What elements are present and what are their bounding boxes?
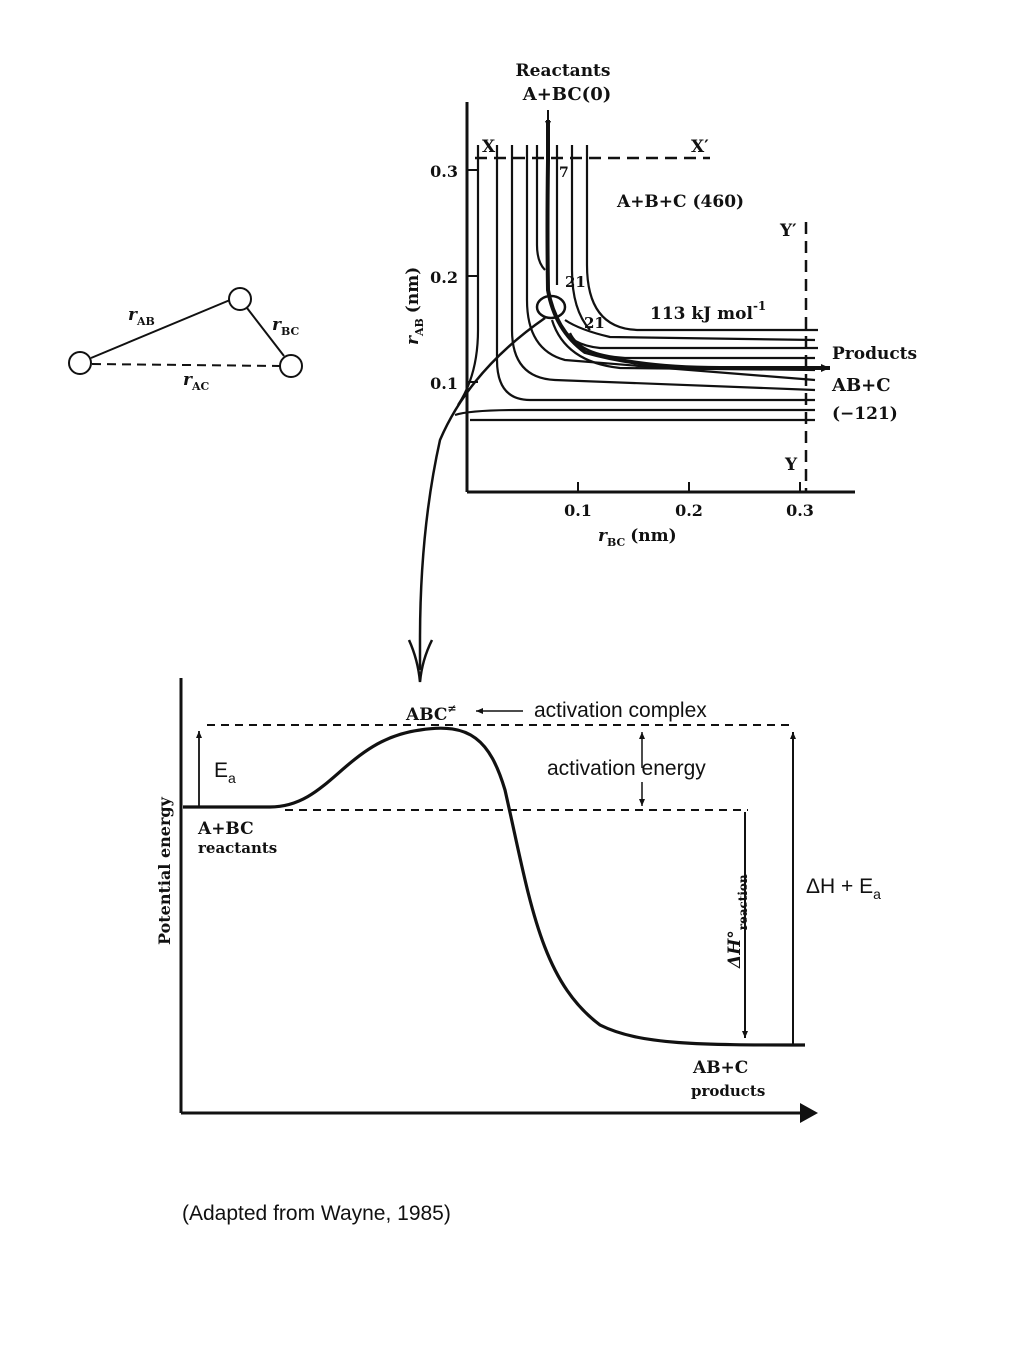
r-ab-label: rAB: [128, 305, 155, 328]
contour-21-label: 21: [565, 273, 586, 291]
contour-line: [510, 145, 816, 392]
products-title: Products: [832, 344, 917, 364]
y-prime-label: Y′: [779, 221, 797, 241]
activation-energy-label: activation energy: [547, 757, 706, 780]
r-ac-label: rAC: [183, 370, 210, 393]
x-axis-arrowhead-icon: [800, 1103, 818, 1123]
ea-label: Ea: [214, 759, 236, 786]
contour-x-axis-title: rBC(nm): [598, 526, 677, 549]
atom-triangle: rAB rBC rAC: [68, 287, 303, 393]
products-label: AB+C: [831, 375, 891, 396]
energy-profile: ABC≠ activation complex activation energ…: [155, 678, 881, 1123]
reactants-title: Reactants: [516, 61, 611, 81]
contour-plot: 0.1 0.2 0.3 0.1 0.2 0.3 rAB(nm) rBC(nm): [403, 61, 917, 549]
x-tick-label: 0.2: [675, 501, 703, 520]
connector-arrow: [418, 316, 546, 670]
products-energy-label: (−121): [832, 404, 898, 424]
atoms-energy-label: A+B+C (460): [616, 192, 744, 212]
contour-line: [550, 319, 816, 372]
contour-line: [535, 145, 546, 271]
atom-b-circle: [228, 287, 252, 311]
contour-line: [495, 145, 815, 402]
saddle-point-circle: [535, 294, 567, 320]
x-tick-label: 0.3: [786, 501, 814, 520]
contour-line: [570, 145, 591, 331]
bond-bc-line: [246, 307, 285, 357]
reactants-label: A+BC(0): [522, 84, 611, 105]
r-bc-label: rBC: [272, 315, 299, 338]
y-tick-label: 0.3: [430, 162, 458, 181]
products-formula-label: AB+C: [692, 1058, 748, 1078]
contour-21-label: 21: [584, 314, 605, 332]
contour-line: [585, 145, 818, 332]
x-prime-label: X′: [691, 137, 709, 157]
y-label: Y: [784, 455, 798, 475]
contour-line: [564, 319, 816, 342]
source-caption: (Adapted from Wayne, 1985): [182, 1202, 451, 1225]
contour-line: [568, 332, 815, 360]
contour-line: [525, 145, 816, 382]
delta-h-reaction-label: ΔH°reaction: [725, 874, 750, 969]
delta-h-plus-ea-label: ΔH + Ea: [806, 875, 881, 902]
distance-ac-line: [91, 363, 281, 367]
products-word-label: products: [691, 1082, 765, 1100]
connector-arrowhead-icon: [407, 639, 434, 683]
contour-line: [454, 408, 815, 417]
contour-lines: [454, 145, 818, 422]
contour-113-label: 113 kJ mol-1: [650, 299, 766, 324]
contour-7-label: 7: [559, 165, 569, 181]
atom-c-circle: [279, 354, 303, 378]
energy-curve: [183, 726, 806, 1047]
x-tick-label: 0.1: [564, 501, 592, 520]
y-tick-label: 0.1: [430, 374, 458, 393]
x-label: X: [482, 137, 496, 157]
bond-ab-line: [90, 299, 231, 359]
transition-state-label: ABC≠: [405, 702, 457, 725]
atom-a-circle: [68, 351, 92, 375]
potential-energy-axis-title: Potential energy: [155, 796, 174, 945]
reactants-formula-label: A+BC: [197, 819, 254, 839]
reaction-path: [545, 120, 830, 372]
contour-y-axis-title: rAB(nm): [403, 267, 426, 345]
reactants-word-label: reactants: [198, 839, 277, 857]
y-tick-label: 0.2: [430, 268, 458, 287]
activation-complex-label: activation complex: [534, 699, 707, 722]
